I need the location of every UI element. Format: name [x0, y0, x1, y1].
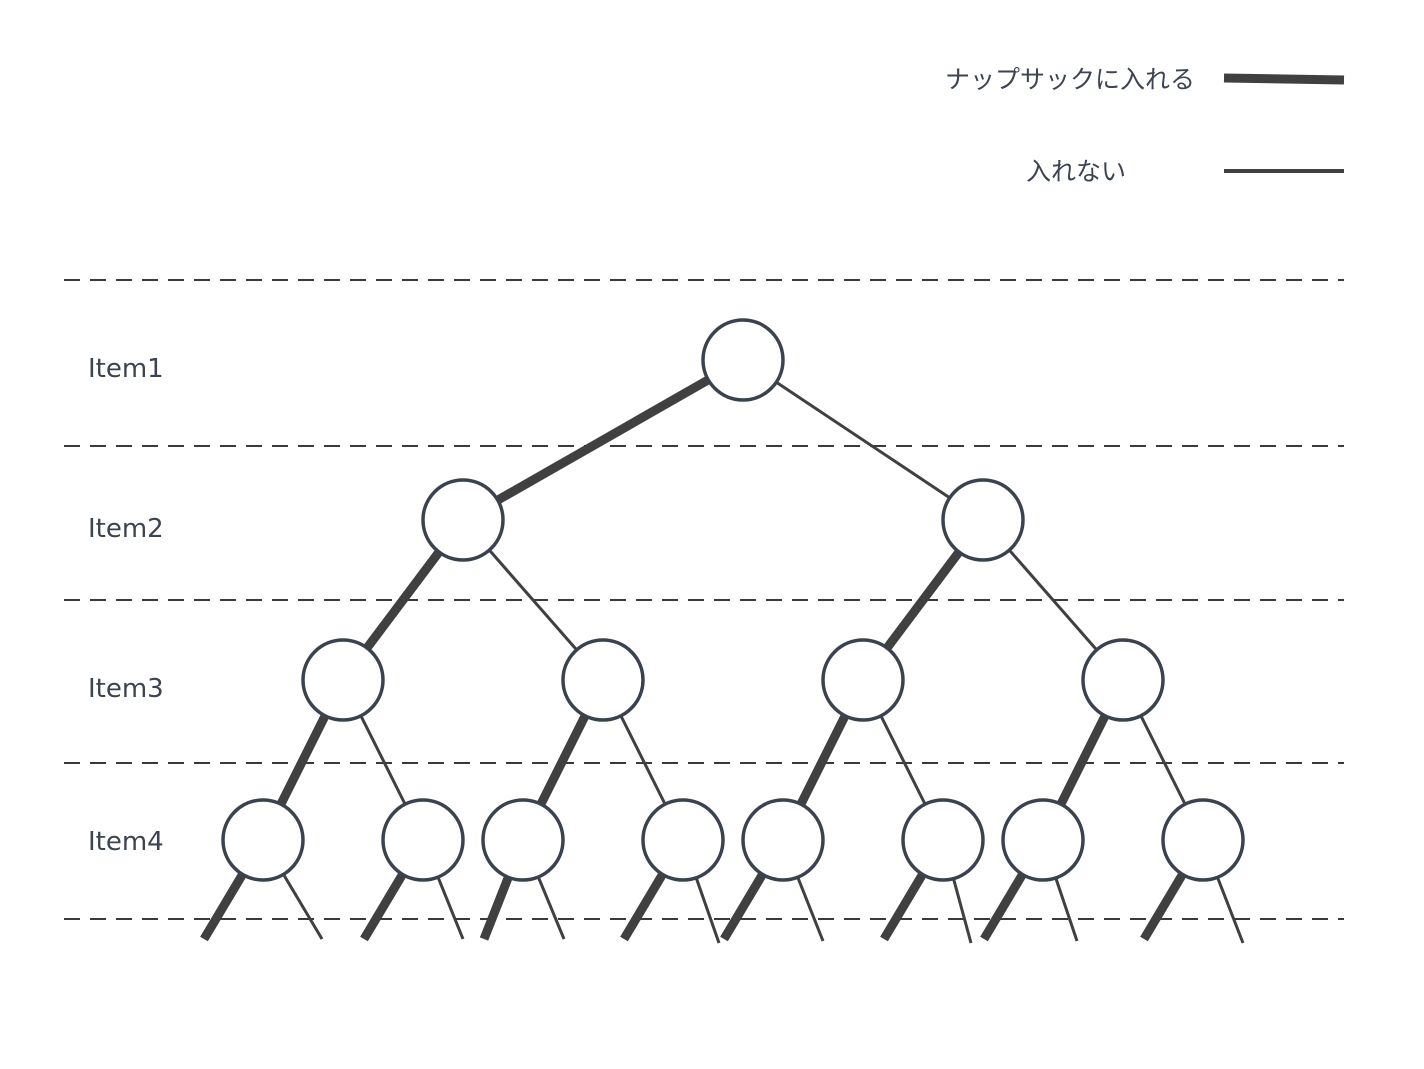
legend-include-label: ナップサックに入れる: [945, 65, 1195, 94]
tree-node-level-3: [301, 638, 385, 722]
tree-node-level-4: [901, 798, 985, 882]
legend: ナップサックに入れる 入れない: [945, 65, 1345, 186]
tree-node-level-4: [381, 798, 465, 882]
tree-node-level-4: [641, 798, 725, 882]
level-separators: [64, 279, 1344, 920]
tree-node-level-4: [221, 798, 305, 882]
tree-node-level-1: [701, 318, 785, 402]
legend-include-line: [1223, 73, 1345, 85]
level-labels: Item1 Item2 Item3 Item4: [88, 354, 164, 857]
tree-node-level-4: [741, 798, 825, 882]
legend-exclude-label: 入れない: [1026, 157, 1126, 186]
level-label-item4: Item4: [88, 827, 164, 857]
tree-node-level-3: [561, 638, 645, 722]
tree-node-level-4: [1001, 798, 1085, 882]
level-label-item3: Item3: [88, 674, 164, 704]
level-label-item2: Item2: [88, 514, 164, 544]
tree-node-level-3: [821, 638, 905, 722]
tree-node-level-4: [1161, 798, 1245, 882]
tree-node-level-2: [941, 478, 1025, 562]
level-label-item1: Item1: [88, 354, 164, 384]
tree-node-level-2: [421, 478, 505, 562]
tree-node-level-3: [1081, 638, 1165, 722]
exclude-edge: [742, 358, 984, 522]
tree-node-level-4: [481, 798, 565, 882]
tree-nodes: [221, 318, 1245, 882]
include-edge: [460, 356, 746, 524]
